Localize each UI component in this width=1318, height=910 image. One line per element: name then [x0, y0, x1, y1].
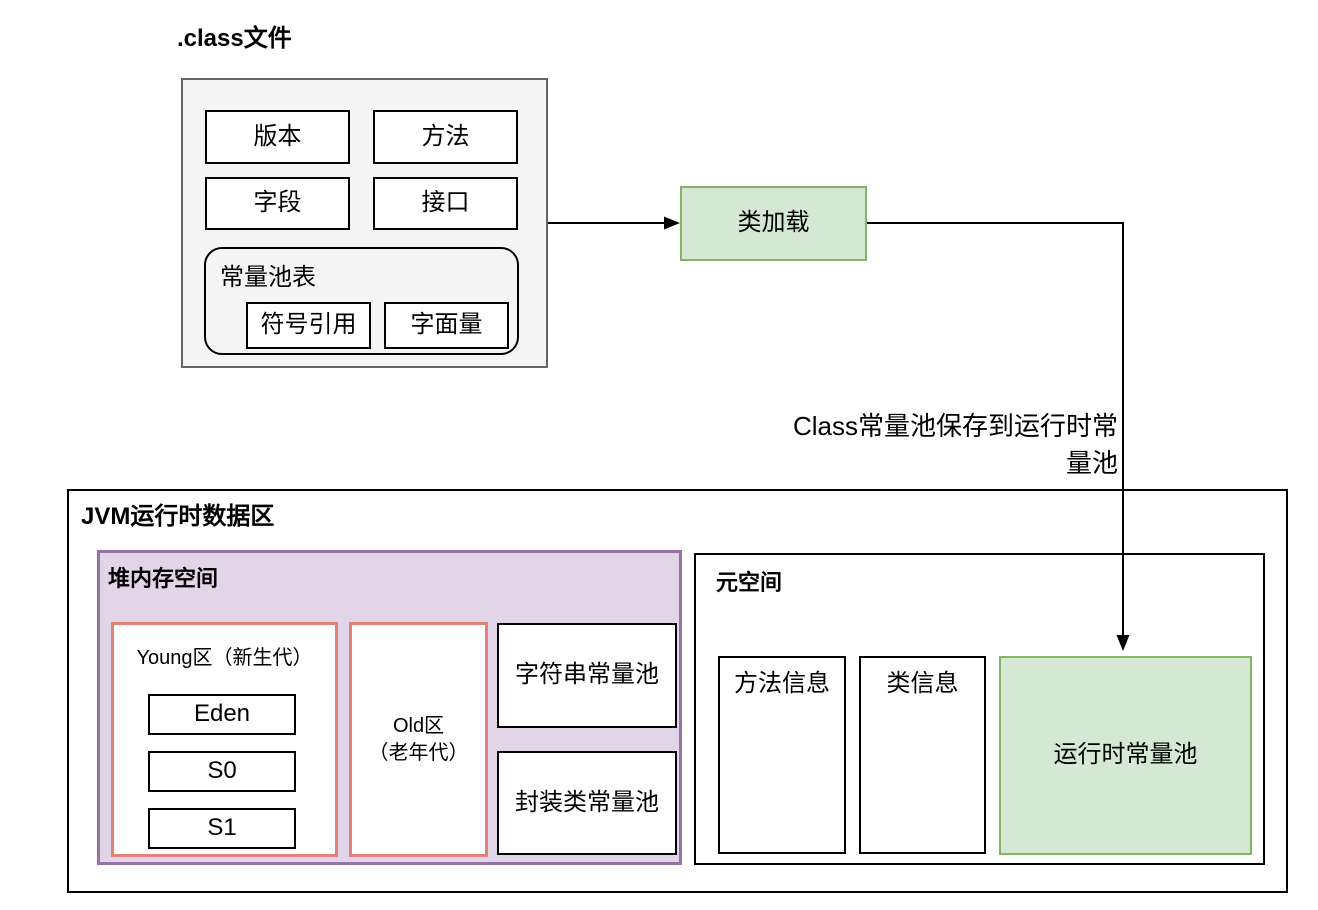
node-method-info: 方法信息 — [718, 656, 846, 854]
heap-box: 堆内存空间 Young区（新生代） Eden S0 S1 Old区 （老年代） … — [97, 550, 682, 865]
node-interface: 接口 — [373, 177, 518, 230]
heap-title: 堆内存空间 — [108, 566, 219, 591]
node-eden: Eden — [148, 694, 296, 735]
edge-annotation: Class常量池保存到运行时常量池 — [792, 411, 1118, 478]
node-class-loading: 类加载 — [680, 186, 867, 261]
old-generation-label-line2: （老年代） — [368, 741, 469, 764]
node-s1: S1 — [148, 808, 296, 849]
node-version: 版本 — [205, 110, 350, 164]
young-generation-box: Young区（新生代） Eden S0 S1 — [111, 622, 338, 857]
old-generation-label-line1: Old区 — [392, 714, 445, 737]
constant-pool-table-box: 常量池表 符号引用 字面量 — [204, 247, 519, 355]
metaspace-box: 元空间 方法信息 类信息 运行时常量池 — [694, 553, 1265, 865]
old-generation-box: Old区 （老年代） — [349, 622, 488, 857]
jvm-runtime-area-box: JVM运行时数据区 堆内存空间 Young区（新生代） Eden S0 S1 O… — [67, 489, 1288, 893]
arrow-classfile-to-classloading — [548, 216, 680, 230]
young-generation-label: Young区（新生代） — [136, 647, 313, 669]
node-wrapper-constant-pool: 封装类常量池 — [497, 751, 677, 855]
node-method: 方法 — [373, 110, 518, 164]
class-file-title: .class文件 — [177, 25, 292, 52]
node-class-info: 类信息 — [859, 656, 986, 854]
node-field: 字段 — [205, 177, 350, 230]
node-string-constant-pool: 字符串常量池 — [497, 623, 677, 728]
node-runtime-constant-pool: 运行时常量池 — [999, 656, 1252, 855]
class-file-box: 版本 方法 字段 接口 常量池表 符号引用 字面量 — [181, 78, 548, 368]
node-symbolic-reference: 符号引用 — [246, 302, 371, 349]
constant-pool-table-label: 常量池表 — [220, 264, 316, 291]
metaspace-title: 元空间 — [716, 570, 783, 595]
jvm-runtime-area-title: JVM运行时数据区 — [81, 503, 275, 530]
node-literal: 字面量 — [384, 302, 509, 349]
node-s0: S0 — [148, 751, 296, 792]
